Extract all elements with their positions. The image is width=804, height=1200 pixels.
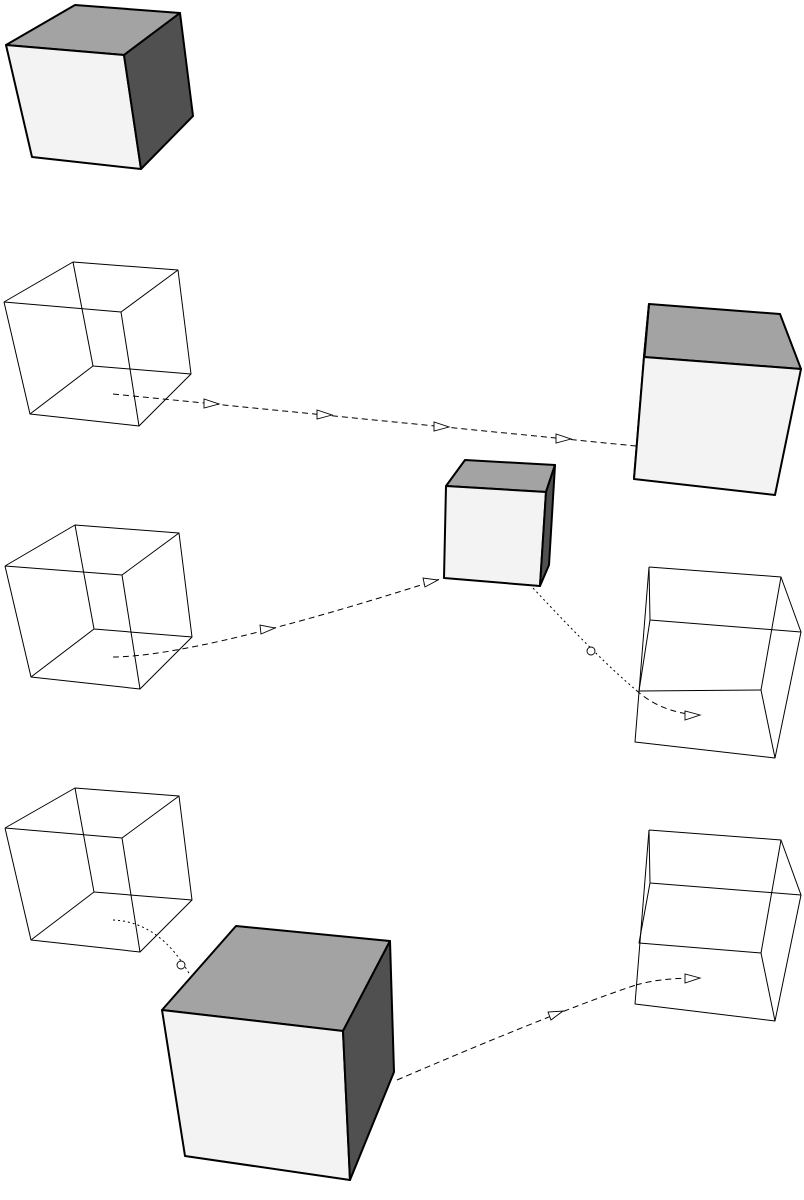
triangle-marker [684, 973, 702, 984]
wireframe-cube-start-row3 [4, 524, 193, 690]
wireframe-cube-start-row4 [4, 787, 193, 953]
triangle-marker [316, 409, 334, 420]
triangle-marker [422, 577, 440, 588]
circle-marker [586, 646, 596, 656]
triangle-marker [203, 398, 221, 409]
cube-side-face [539, 464, 556, 587]
solid-cube-row3-middle [443, 459, 556, 587]
cube-side-face [123, 12, 194, 170]
motion-path-row4-out [396, 973, 702, 1081]
solid-cube-row4-large [161, 925, 395, 1181]
triangle-marker [684, 710, 702, 721]
triangle-marker [259, 624, 277, 635]
solid-cube-reference [5, 4, 194, 170]
cube-front-face [161, 1009, 351, 1181]
triangle-marker [433, 421, 451, 432]
motion-path-row2 [112, 393, 637, 447]
circle-marker [176, 960, 186, 970]
triangle-marker [555, 433, 573, 444]
cube-front-face [5, 44, 142, 170]
motion-path-row3-in [112, 577, 444, 658]
cube-front-face [633, 356, 802, 496]
triangle-marker [547, 1010, 565, 1021]
wireframe-cube-end-row3 [634, 566, 802, 759]
solid-cube-row2-end [633, 303, 802, 496]
wireframe-cube-start-row2 [3, 261, 192, 427]
wireframe-cube-end-row4 [634, 829, 802, 1022]
cube-front-face [443, 485, 547, 587]
cube-side-face [342, 940, 395, 1181]
motion-path-row3-out [532, 587, 702, 721]
motion-path-row4-in [112, 919, 191, 976]
